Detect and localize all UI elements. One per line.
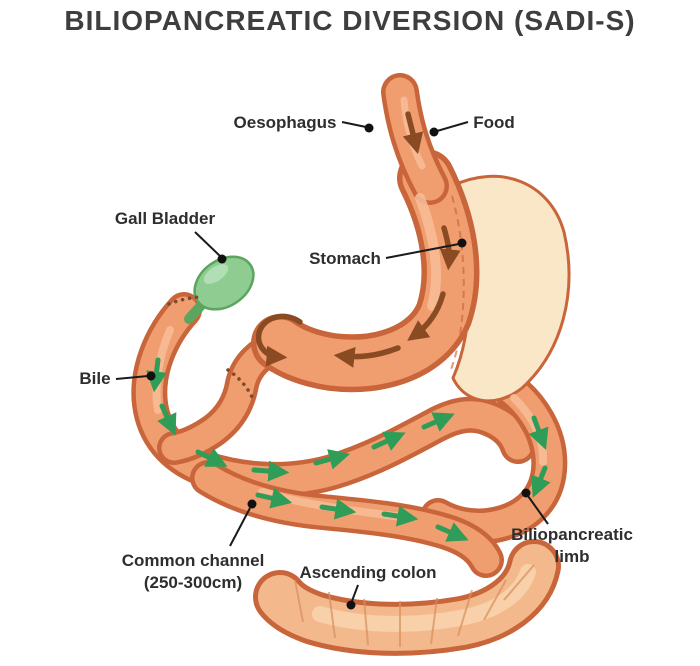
ascending-colon xyxy=(253,539,561,656)
label-common-channel-line2: (250-300cm) xyxy=(144,573,242,592)
gallbladder-body xyxy=(193,255,255,311)
label-gall-bladder: Gall Bladder xyxy=(115,209,216,228)
diagram-title: BILIOPANCREATIC DIVERSION (SADI-S) xyxy=(64,5,635,36)
label-leader-lines xyxy=(115,121,549,602)
staple-line xyxy=(449,195,465,373)
label-biliopancreatic-limb-line1: Biliopancreatic xyxy=(511,525,633,544)
label-biliopancreatic-limb-line2: limb xyxy=(555,547,590,566)
bile-flow-arrows xyxy=(146,357,551,542)
label-common-channel-line1: Common channel xyxy=(122,551,265,570)
duodenum-tube xyxy=(157,327,299,465)
pylorus-spiral-arrow xyxy=(256,313,303,367)
label-dots xyxy=(146,123,531,610)
gallbladder-highlight xyxy=(203,264,229,284)
label-ascending-colon: Ascending colon xyxy=(300,563,437,582)
label-bile: Bile xyxy=(79,369,110,388)
suture-marks xyxy=(167,295,256,404)
label-food: Food xyxy=(473,113,515,132)
stomach xyxy=(251,73,571,403)
label-stomach: Stomach xyxy=(309,249,381,268)
gall-bladder xyxy=(184,255,255,324)
intestine-bile-limb xyxy=(131,292,536,498)
common-channel-tube xyxy=(190,460,504,578)
label-oesophagus: Oesophagus xyxy=(234,113,337,132)
colon-haustra-lines xyxy=(294,564,535,647)
